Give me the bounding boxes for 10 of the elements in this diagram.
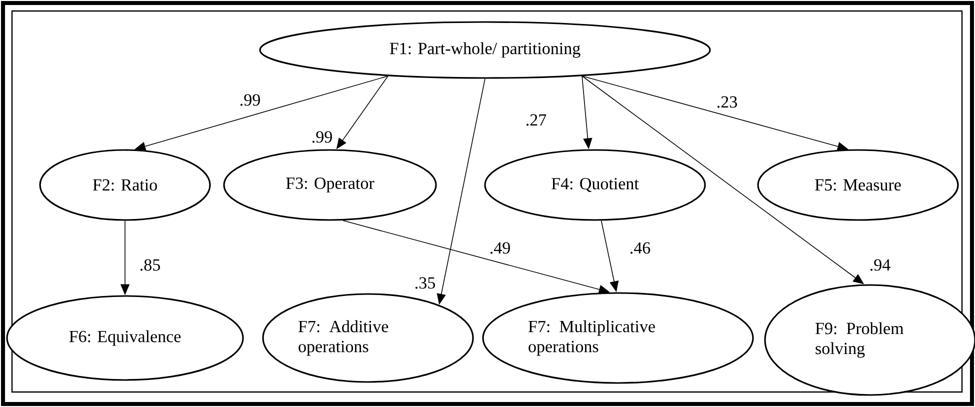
edge-label: .85 xyxy=(138,258,162,272)
edge-label: .27 xyxy=(524,113,548,127)
edge-label: .35 xyxy=(413,276,437,290)
edge-label: .49 xyxy=(488,241,512,255)
edge-label: .23 xyxy=(715,95,739,109)
edge-label: .46 xyxy=(628,241,652,255)
edge-label: .99 xyxy=(310,130,334,144)
edge-label: .99 xyxy=(238,93,262,107)
node-label: F9: Problem solving xyxy=(815,322,904,358)
edge-label: .94 xyxy=(868,258,892,272)
